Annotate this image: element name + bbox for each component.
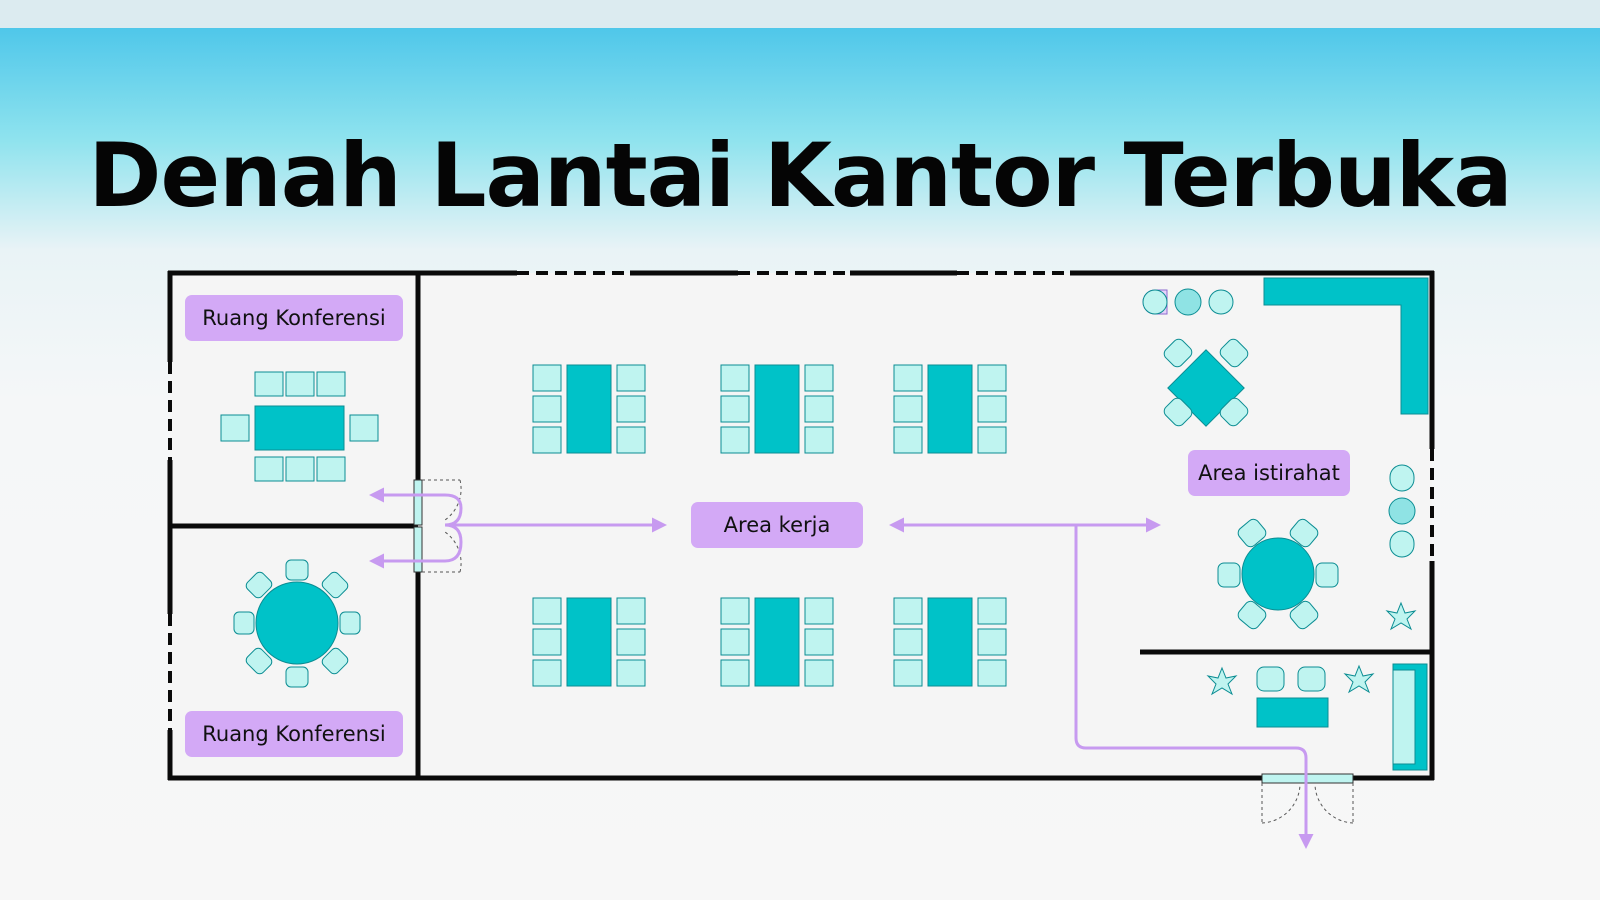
conference-table-round	[233, 559, 361, 688]
label-conference-top: Ruang Konferensi	[185, 295, 403, 341]
rest-round-table	[1217, 518, 1339, 630]
outer-walls	[167, 270, 1435, 781]
kitchen-counter	[1263, 277, 1429, 415]
conference-table-rect	[220, 371, 379, 482]
diamond-table	[1163, 338, 1249, 427]
windows	[168, 271, 1434, 730]
lounge-stools	[1142, 288, 1234, 316]
conference-doors	[413, 479, 462, 573]
circulation-arrows	[369, 487, 1314, 849]
side-stools	[1388, 464, 1416, 558]
lounge-furniture	[1256, 663, 1428, 771]
interior-walls	[170, 273, 1432, 778]
label-rest-area: Area istirahat	[1188, 450, 1350, 496]
work-desks	[532, 364, 1007, 687]
page-title: Denah Lantai Kantor Terbuka	[88, 124, 1512, 227]
label-work-area: Area kerja	[691, 502, 863, 548]
label-conference-bottom: Ruang Konferensi	[185, 711, 403, 757]
